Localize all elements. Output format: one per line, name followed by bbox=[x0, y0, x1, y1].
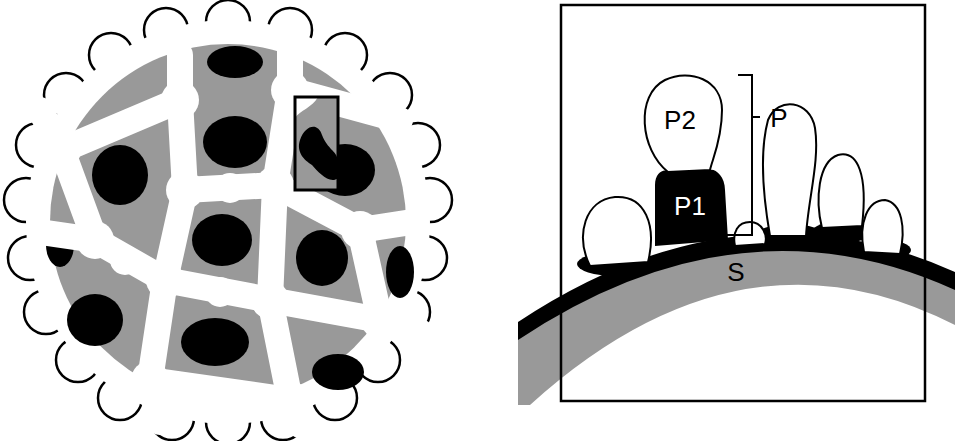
inset-panel bbox=[561, 5, 925, 401]
inset-ridge bbox=[295, 97, 318, 118]
domain-bracket bbox=[705, 75, 760, 235]
part-label: P2 bbox=[664, 107, 696, 133]
sphere-rim bbox=[4, 0, 452, 441]
part-label: P1 bbox=[674, 193, 706, 219]
inset-frame bbox=[295, 97, 338, 190]
p2-bumps bbox=[43, 71, 399, 419]
section-detail bbox=[518, 5, 955, 405]
inset-patch bbox=[299, 127, 338, 180]
p1-patches bbox=[46, 46, 414, 390]
shell-domain bbox=[50, 44, 406, 400]
shell-band bbox=[518, 249, 955, 405]
inset-ground bbox=[295, 97, 338, 190]
part-label: S bbox=[727, 259, 744, 285]
sphere-body bbox=[26, 20, 430, 424]
p2-ridges bbox=[40, 50, 420, 425]
part-label: P bbox=[770, 105, 787, 131]
p-domains bbox=[583, 75, 903, 266]
capsid-sphere bbox=[4, 0, 452, 441]
inset-marker bbox=[295, 97, 338, 190]
